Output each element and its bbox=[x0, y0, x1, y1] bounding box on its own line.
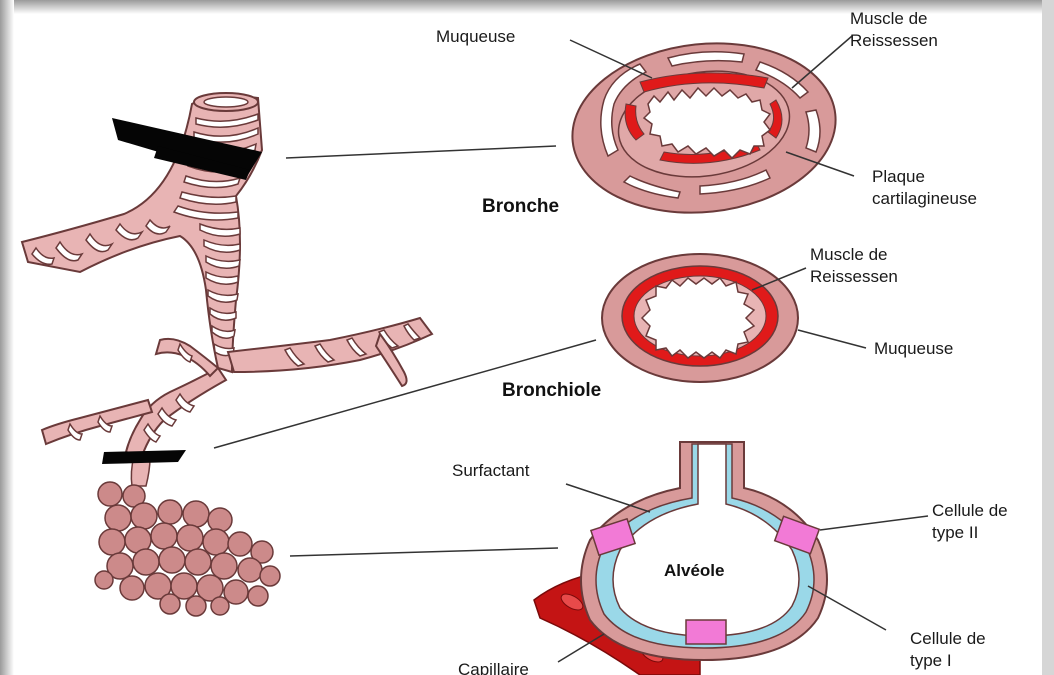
alveolar-sac-cluster bbox=[95, 482, 280, 616]
bronche-section bbox=[564, 31, 844, 226]
alveole-section bbox=[534, 442, 827, 675]
label-bronchiole-muqueuse: Muqueuse bbox=[874, 339, 953, 358]
label-bronche-muscle-1: Muscle de bbox=[850, 9, 927, 28]
label-type1-2: type I bbox=[910, 651, 952, 670]
label-bronchiole-muscle-1: Muscle de bbox=[810, 245, 887, 264]
title-bronchiole: Bronchiole bbox=[502, 380, 601, 401]
bronchiole-section bbox=[602, 254, 798, 382]
section-bar-bronchiole bbox=[102, 450, 186, 464]
title-alveole: Alvéole bbox=[664, 561, 724, 580]
label-plaque-2: cartilagineuse bbox=[872, 189, 977, 208]
bronchus-right-branch bbox=[228, 318, 432, 372]
label-bronche-muqueuse: Muqueuse bbox=[436, 27, 515, 46]
label-type1-1: Cellule de bbox=[910, 629, 986, 648]
label-capillaire: Capillaire bbox=[458, 660, 529, 675]
label-type2-2: type II bbox=[932, 523, 978, 542]
label-plaque-1: Plaque bbox=[872, 167, 925, 186]
alveole-lumen bbox=[613, 444, 799, 636]
label-type2-1: Cellule de bbox=[932, 501, 1008, 520]
label-bronche-muscle-2: Reissessen bbox=[850, 31, 938, 50]
label-bronchiole-muscle-2: Reissessen bbox=[810, 267, 898, 286]
label-surfactant: Surfactant bbox=[452, 461, 530, 480]
bronchial-tree bbox=[22, 93, 432, 616]
title-bronche: Bronche bbox=[482, 196, 559, 217]
cell-type-i bbox=[686, 620, 726, 644]
bronchiole-lumen bbox=[642, 278, 754, 358]
